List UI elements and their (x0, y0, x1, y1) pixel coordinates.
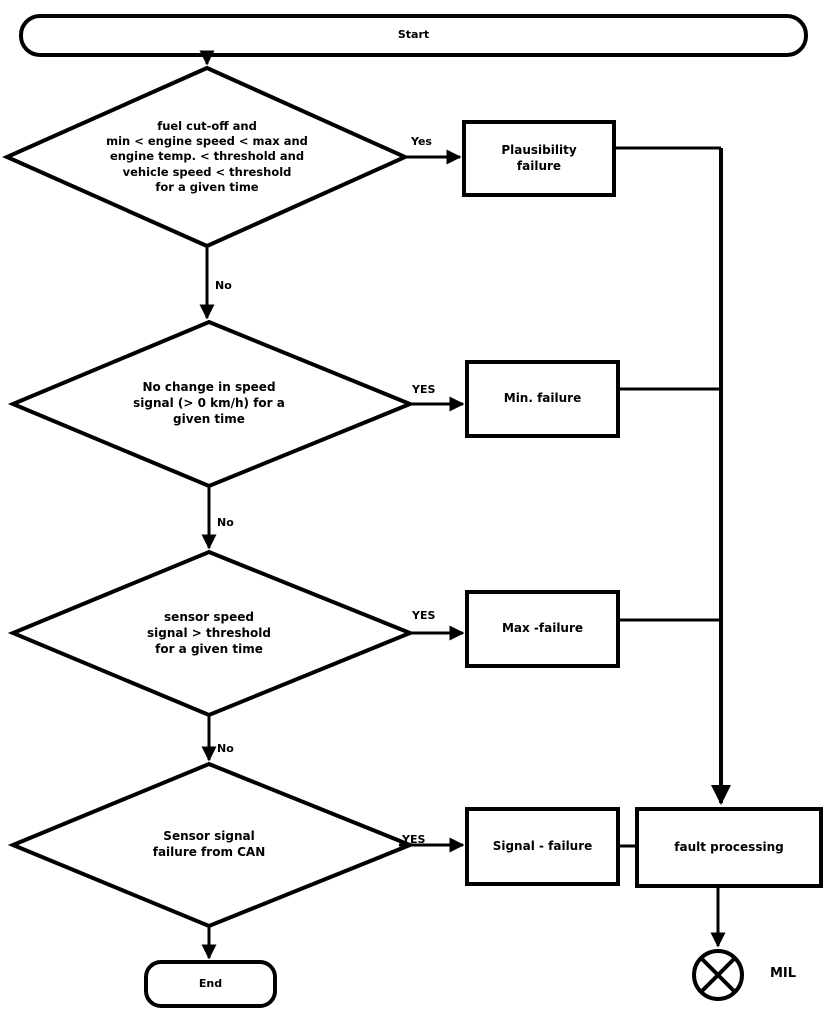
edge-label-decision2-yes: YES (412, 383, 436, 396)
mil-icon (692, 949, 744, 1001)
edge-label-decision2-no: No (217, 516, 234, 529)
end-terminator-shape[interactable] (144, 960, 277, 1008)
process-fault-processing-shape[interactable] (635, 807, 823, 888)
start-terminator-shape[interactable] (19, 14, 808, 57)
decision-plausibility-check-shape[interactable] (2, 65, 410, 249)
edge-label-decision1-yes: Yes (411, 135, 432, 148)
process-min-failure-shape[interactable] (465, 360, 620, 438)
edge-label-decision1-no: No (215, 279, 232, 292)
mil-indicator-label: MIL (770, 966, 797, 981)
edge-label-decision3-no: No (217, 742, 234, 755)
decision-min-check-shape[interactable] (7, 319, 416, 489)
process-signal-failure-shape[interactable] (465, 807, 620, 886)
decision-can-check-shape[interactable] (7, 761, 416, 929)
process-max-failure-shape[interactable] (465, 590, 620, 668)
decision-max-check-shape[interactable] (7, 549, 416, 718)
edge-label-decision3-yes: YES (412, 609, 436, 622)
edge-label-decision4-yes: YES (402, 833, 426, 846)
process-plausibility-failure-shape[interactable] (462, 120, 616, 197)
